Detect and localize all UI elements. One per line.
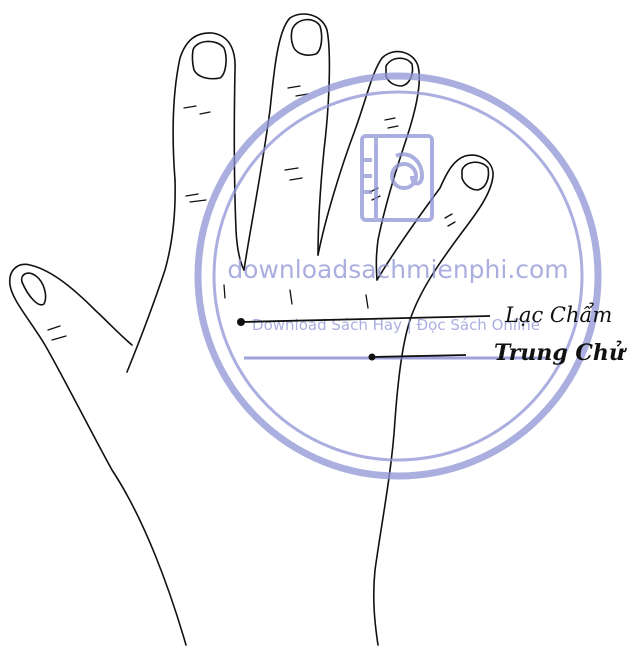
little-finger-outline: [374, 155, 493, 645]
little-nail: [462, 162, 489, 190]
watermark-site-text: downloadsachmienphi.com: [227, 255, 568, 284]
index-nail: [192, 41, 226, 78]
thumb-outline: [10, 264, 186, 645]
thumb-nail: [22, 273, 46, 305]
watermark: downloadsachmienphi.com Download Sách Ha…: [198, 76, 598, 476]
label-trung-chu: Trung Chử: [494, 340, 627, 366]
middle-nail: [291, 20, 321, 56]
crease-marks: [48, 86, 455, 340]
middle-finger-outline: [244, 14, 329, 270]
lac-cham-dot: [238, 319, 245, 326]
label-lac-cham: Lạc Chẩm: [504, 303, 612, 327]
palm-left-edge: [127, 180, 175, 372]
index-finger-outline: [173, 33, 244, 270]
trung-chu-dot: [369, 354, 375, 360]
book-at-icon: [362, 136, 432, 220]
ring-nail: [386, 58, 413, 86]
